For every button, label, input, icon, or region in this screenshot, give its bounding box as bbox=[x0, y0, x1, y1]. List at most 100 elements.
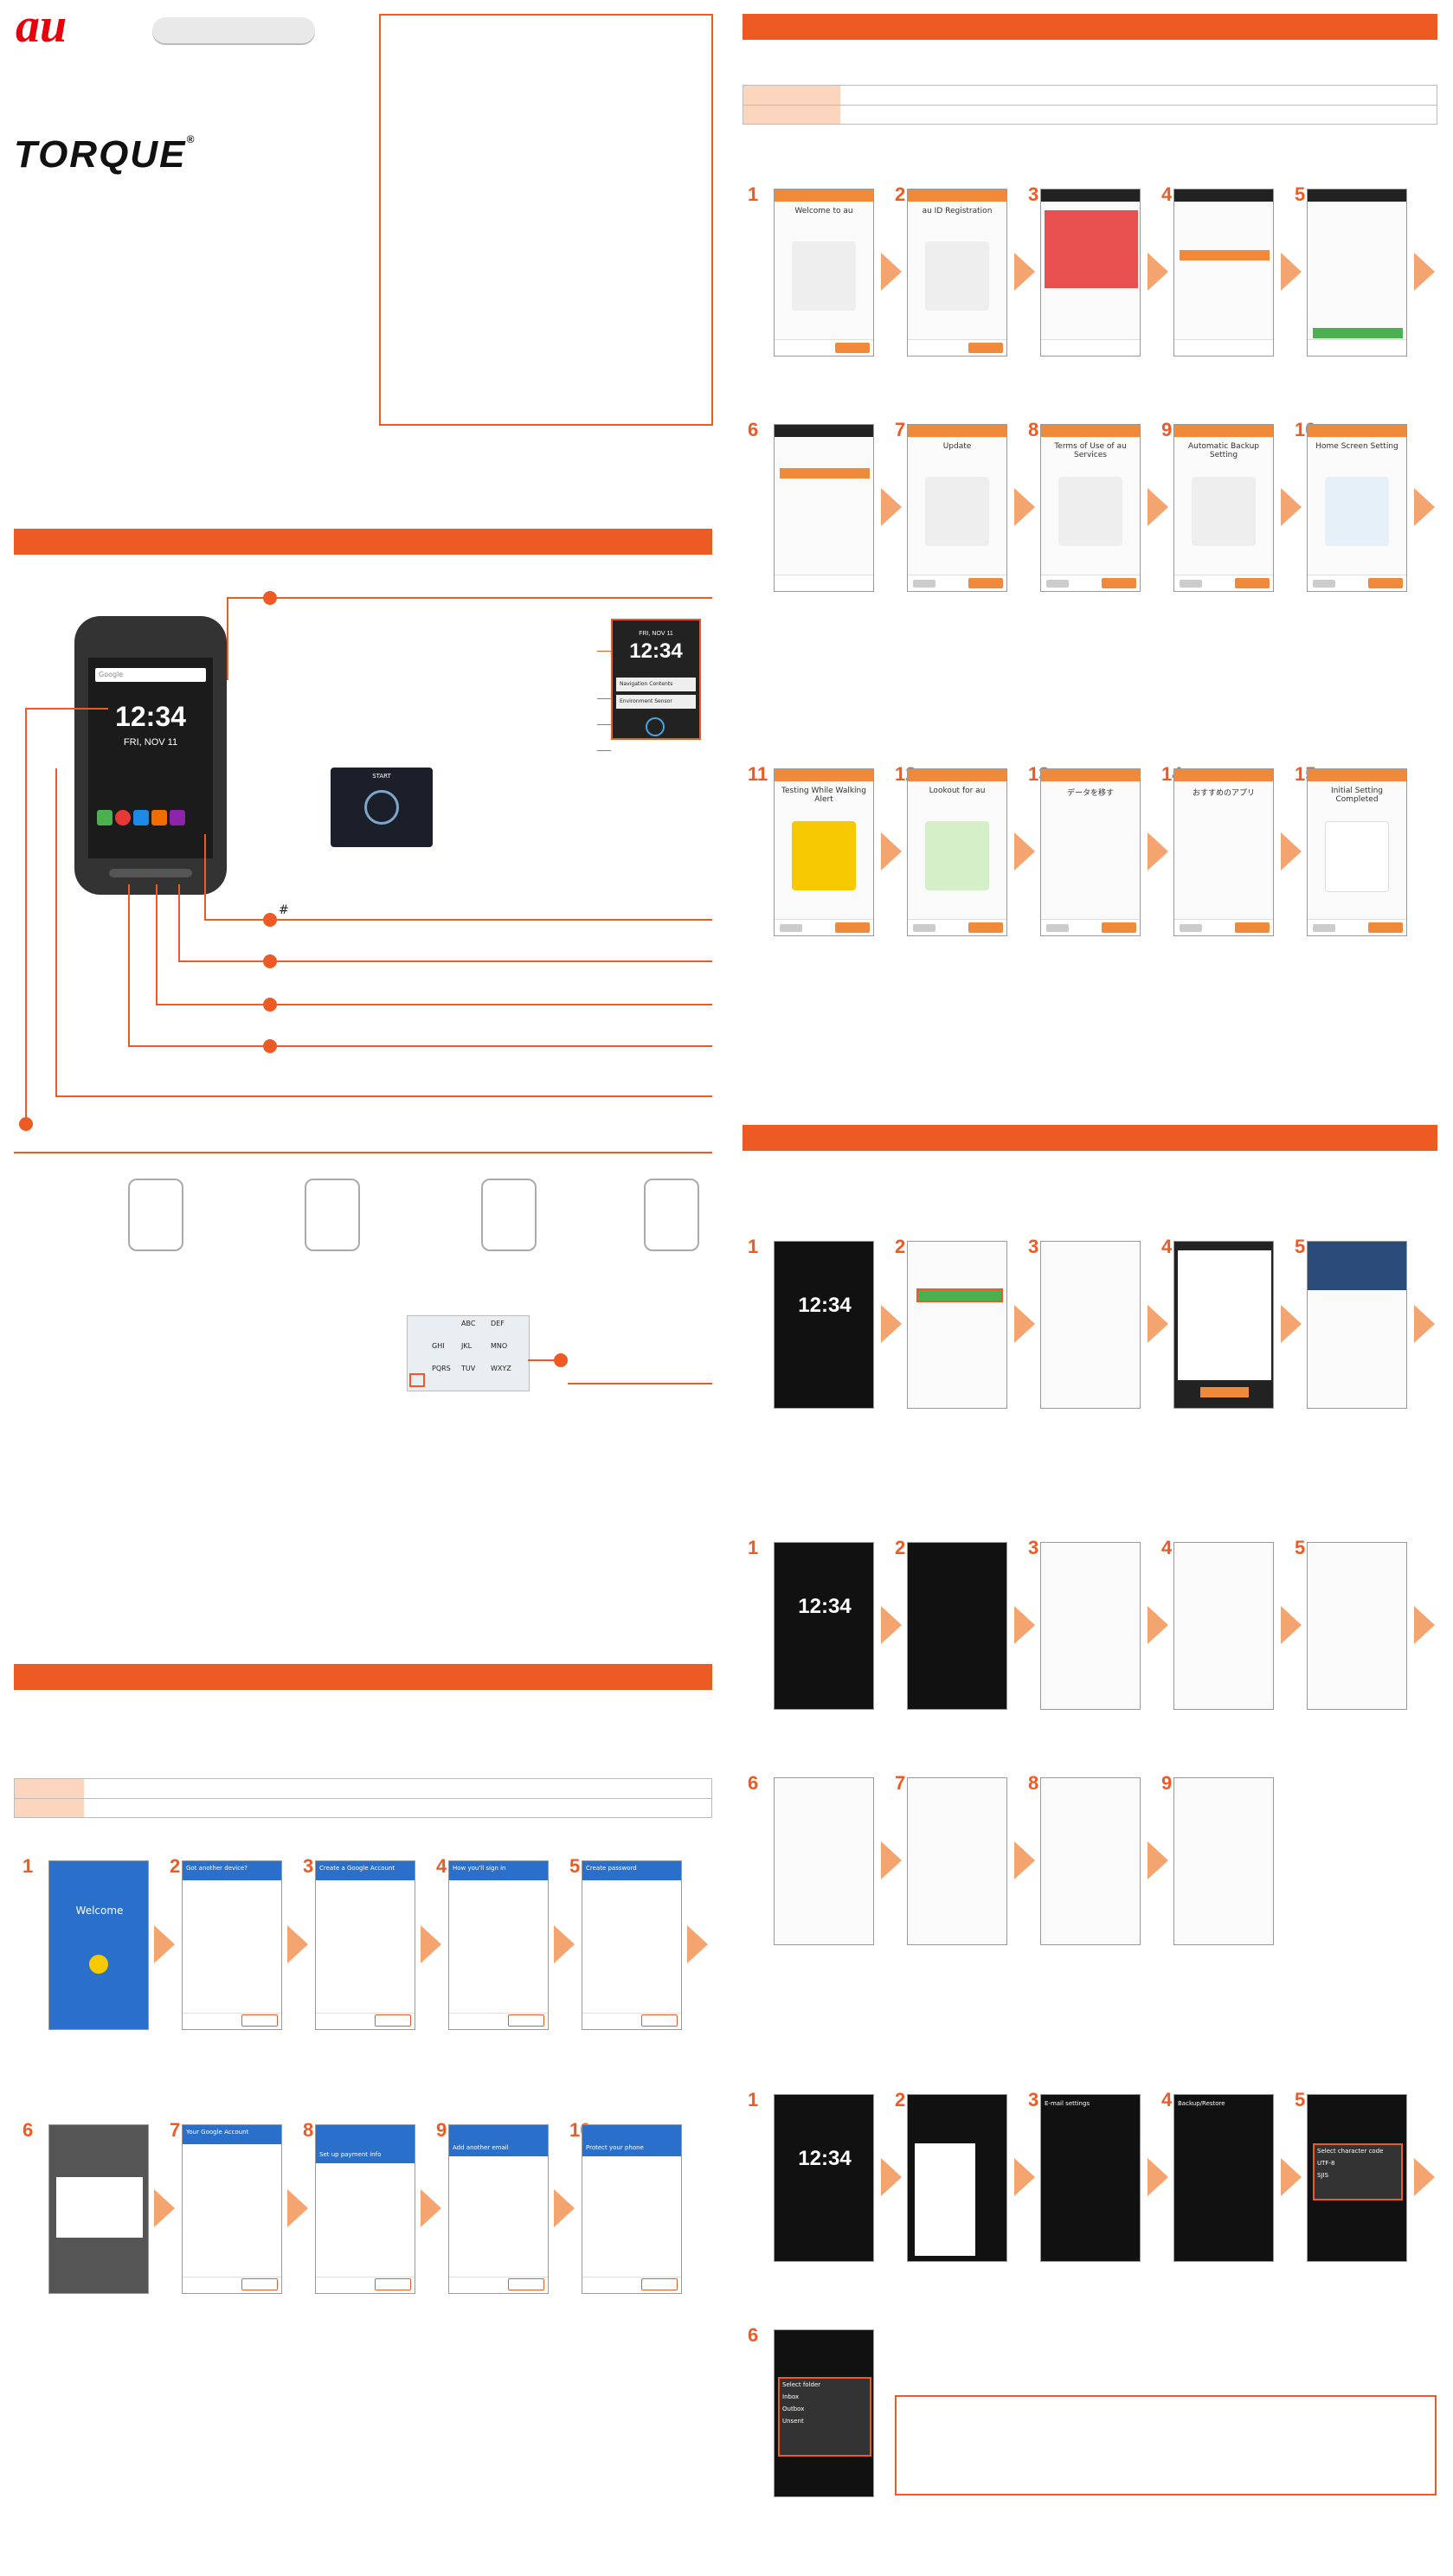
widget-inset: START bbox=[331, 768, 433, 847]
lockscreen-inset: 12:34 FRI, NOV 11 Navigation Contents En… bbox=[611, 619, 701, 740]
callout-rule-4 bbox=[277, 1004, 712, 1005]
search-bar[interactable]: Google bbox=[95, 668, 206, 682]
inset-clock: 12:34 bbox=[629, 639, 683, 663]
google-step-4: 4 How you'll sign in bbox=[436, 1855, 549, 2030]
leader-line-1 bbox=[227, 597, 270, 599]
arrow-eb4 bbox=[1281, 1606, 1302, 1644]
au-step-13: 13 データを移す bbox=[1028, 763, 1141, 936]
arrow-a4 bbox=[1281, 253, 1302, 291]
au-step-3: 3 bbox=[1028, 183, 1141, 357]
email-c-step-2: 2 bbox=[895, 2089, 1007, 2262]
email-a-step-5: 5 bbox=[1295, 1236, 1407, 1409]
inset-date: FRI, NOV 11 bbox=[639, 631, 673, 637]
inset-notif-1: Navigation Contents bbox=[616, 678, 696, 691]
section-rule bbox=[14, 1152, 712, 1153]
au-logo: au bbox=[16, 0, 68, 53]
callout-rule-2 bbox=[277, 919, 712, 921]
au-step-1: 1 Welcome to au bbox=[748, 183, 874, 357]
callout-dot-2 bbox=[263, 913, 277, 927]
arrow-g8 bbox=[421, 2189, 441, 2227]
callout-line-7h bbox=[25, 708, 108, 710]
arrow-a9 bbox=[1281, 488, 1302, 526]
callout-dot-1 bbox=[263, 591, 277, 605]
arrow-g1 bbox=[154, 1925, 175, 1963]
arrow-ec1 bbox=[881, 2158, 902, 2196]
au-step-6: 6 bbox=[748, 419, 874, 592]
callout-line-5 bbox=[128, 884, 130, 1045]
arrow-g6 bbox=[154, 2189, 175, 2227]
callout-line-5h bbox=[128, 1045, 265, 1047]
notice-box-bottom bbox=[895, 2395, 1437, 2496]
arrow-eb2 bbox=[1014, 1606, 1035, 1644]
email-b-step-3: 3 bbox=[1028, 1537, 1141, 1710]
callout-dot-8 bbox=[554, 1353, 568, 1367]
arrow-a10 bbox=[1414, 488, 1435, 526]
arrow-ea3 bbox=[1148, 1305, 1168, 1343]
arrow-ec2 bbox=[1014, 2158, 1035, 2196]
callout-line-4 bbox=[156, 884, 158, 1004]
arrow-g7 bbox=[287, 2189, 308, 2227]
email-a-step-2: 2 bbox=[895, 1236, 1007, 1409]
email-b-step-5: 5 bbox=[1295, 1537, 1407, 1710]
au-table bbox=[743, 85, 1437, 125]
google-step-8: 8 Set up payment info bbox=[303, 2119, 415, 2294]
au-step-9: 9 Automatic Backup Setting bbox=[1161, 419, 1274, 592]
google-table bbox=[14, 1778, 712, 1818]
callout-rule-5 bbox=[277, 1045, 712, 1047]
arrow-eb5 bbox=[1414, 1606, 1435, 1644]
email-a-step-4: 4 bbox=[1161, 1236, 1274, 1409]
torque-logo: TORQUE® bbox=[14, 133, 196, 176]
google-step-2: 2 Got another device? bbox=[170, 1855, 282, 2030]
au-step-12: 12 Lookout for au bbox=[895, 763, 1007, 936]
email-a-step-1: 1 12:34 bbox=[748, 1236, 874, 1409]
gesture-hold bbox=[305, 1179, 360, 1251]
arrow-eb1 bbox=[881, 1606, 902, 1644]
au-step-5: 5 bbox=[1295, 183, 1407, 357]
arrow-g2 bbox=[287, 1925, 308, 1963]
arrow-a5 bbox=[1414, 253, 1435, 291]
email-b-step-4: 4 bbox=[1161, 1537, 1274, 1710]
section-bar-home bbox=[14, 529, 712, 555]
arrow-a6 bbox=[881, 488, 902, 526]
arrow-ec5 bbox=[1414, 2158, 1435, 2196]
callout-line-6 bbox=[55, 768, 57, 1097]
callout-line-3 bbox=[178, 884, 180, 960]
widget-start-label: START bbox=[372, 773, 391, 780]
au-step-2: 2 au ID Registration bbox=[895, 183, 1007, 357]
callout-dot-7 bbox=[19, 1117, 33, 1131]
leader-line-1v bbox=[227, 597, 228, 680]
callout-line-4h bbox=[156, 1004, 265, 1005]
arrow-a1 bbox=[881, 253, 902, 291]
arrow-g5 bbox=[687, 1925, 708, 1963]
google-step-9: 9 Add another email bbox=[436, 2119, 549, 2294]
email-b-step-7: 7 bbox=[895, 1772, 1007, 1945]
inset-tick-2 bbox=[597, 698, 611, 699]
au-step-11: 11 Testing While Walking Alert bbox=[748, 763, 874, 936]
google-step-1: 1 Welcome bbox=[23, 1855, 149, 2030]
phone-screen: Google 12:34 FRI, NOV 11 bbox=[88, 658, 213, 858]
email-b-step-8: 8 bbox=[1028, 1772, 1141, 1945]
google-step-5: 5 Create password bbox=[569, 1855, 682, 2030]
arrow-eb7 bbox=[1014, 1841, 1035, 1879]
section-bar-au-setup bbox=[743, 14, 1437, 40]
callout-dot-5 bbox=[263, 1039, 277, 1053]
callout-line-2 bbox=[204, 834, 206, 919]
arrow-a8 bbox=[1148, 488, 1168, 526]
callout-rule-1 bbox=[277, 597, 712, 599]
arrow-eb8 bbox=[1148, 1841, 1168, 1879]
arrow-a2 bbox=[1014, 253, 1035, 291]
home-date: FRI, NOV 11 bbox=[123, 737, 178, 748]
arrow-a7 bbox=[1014, 488, 1035, 526]
arrow-ea5 bbox=[1414, 1305, 1435, 1343]
email-b-step-9: 9 bbox=[1161, 1772, 1274, 1945]
arrow-ea2 bbox=[1014, 1305, 1035, 1343]
au-step-4: 4 bbox=[1161, 183, 1274, 357]
email-b-step-2: 2 bbox=[895, 1537, 1007, 1710]
au-step-8: 8 Terms of Use of au Services bbox=[1028, 419, 1141, 592]
arrow-ec3 bbox=[1148, 2158, 1168, 2196]
header-pill bbox=[152, 17, 315, 43]
callout-rule-8 bbox=[568, 1383, 712, 1384]
